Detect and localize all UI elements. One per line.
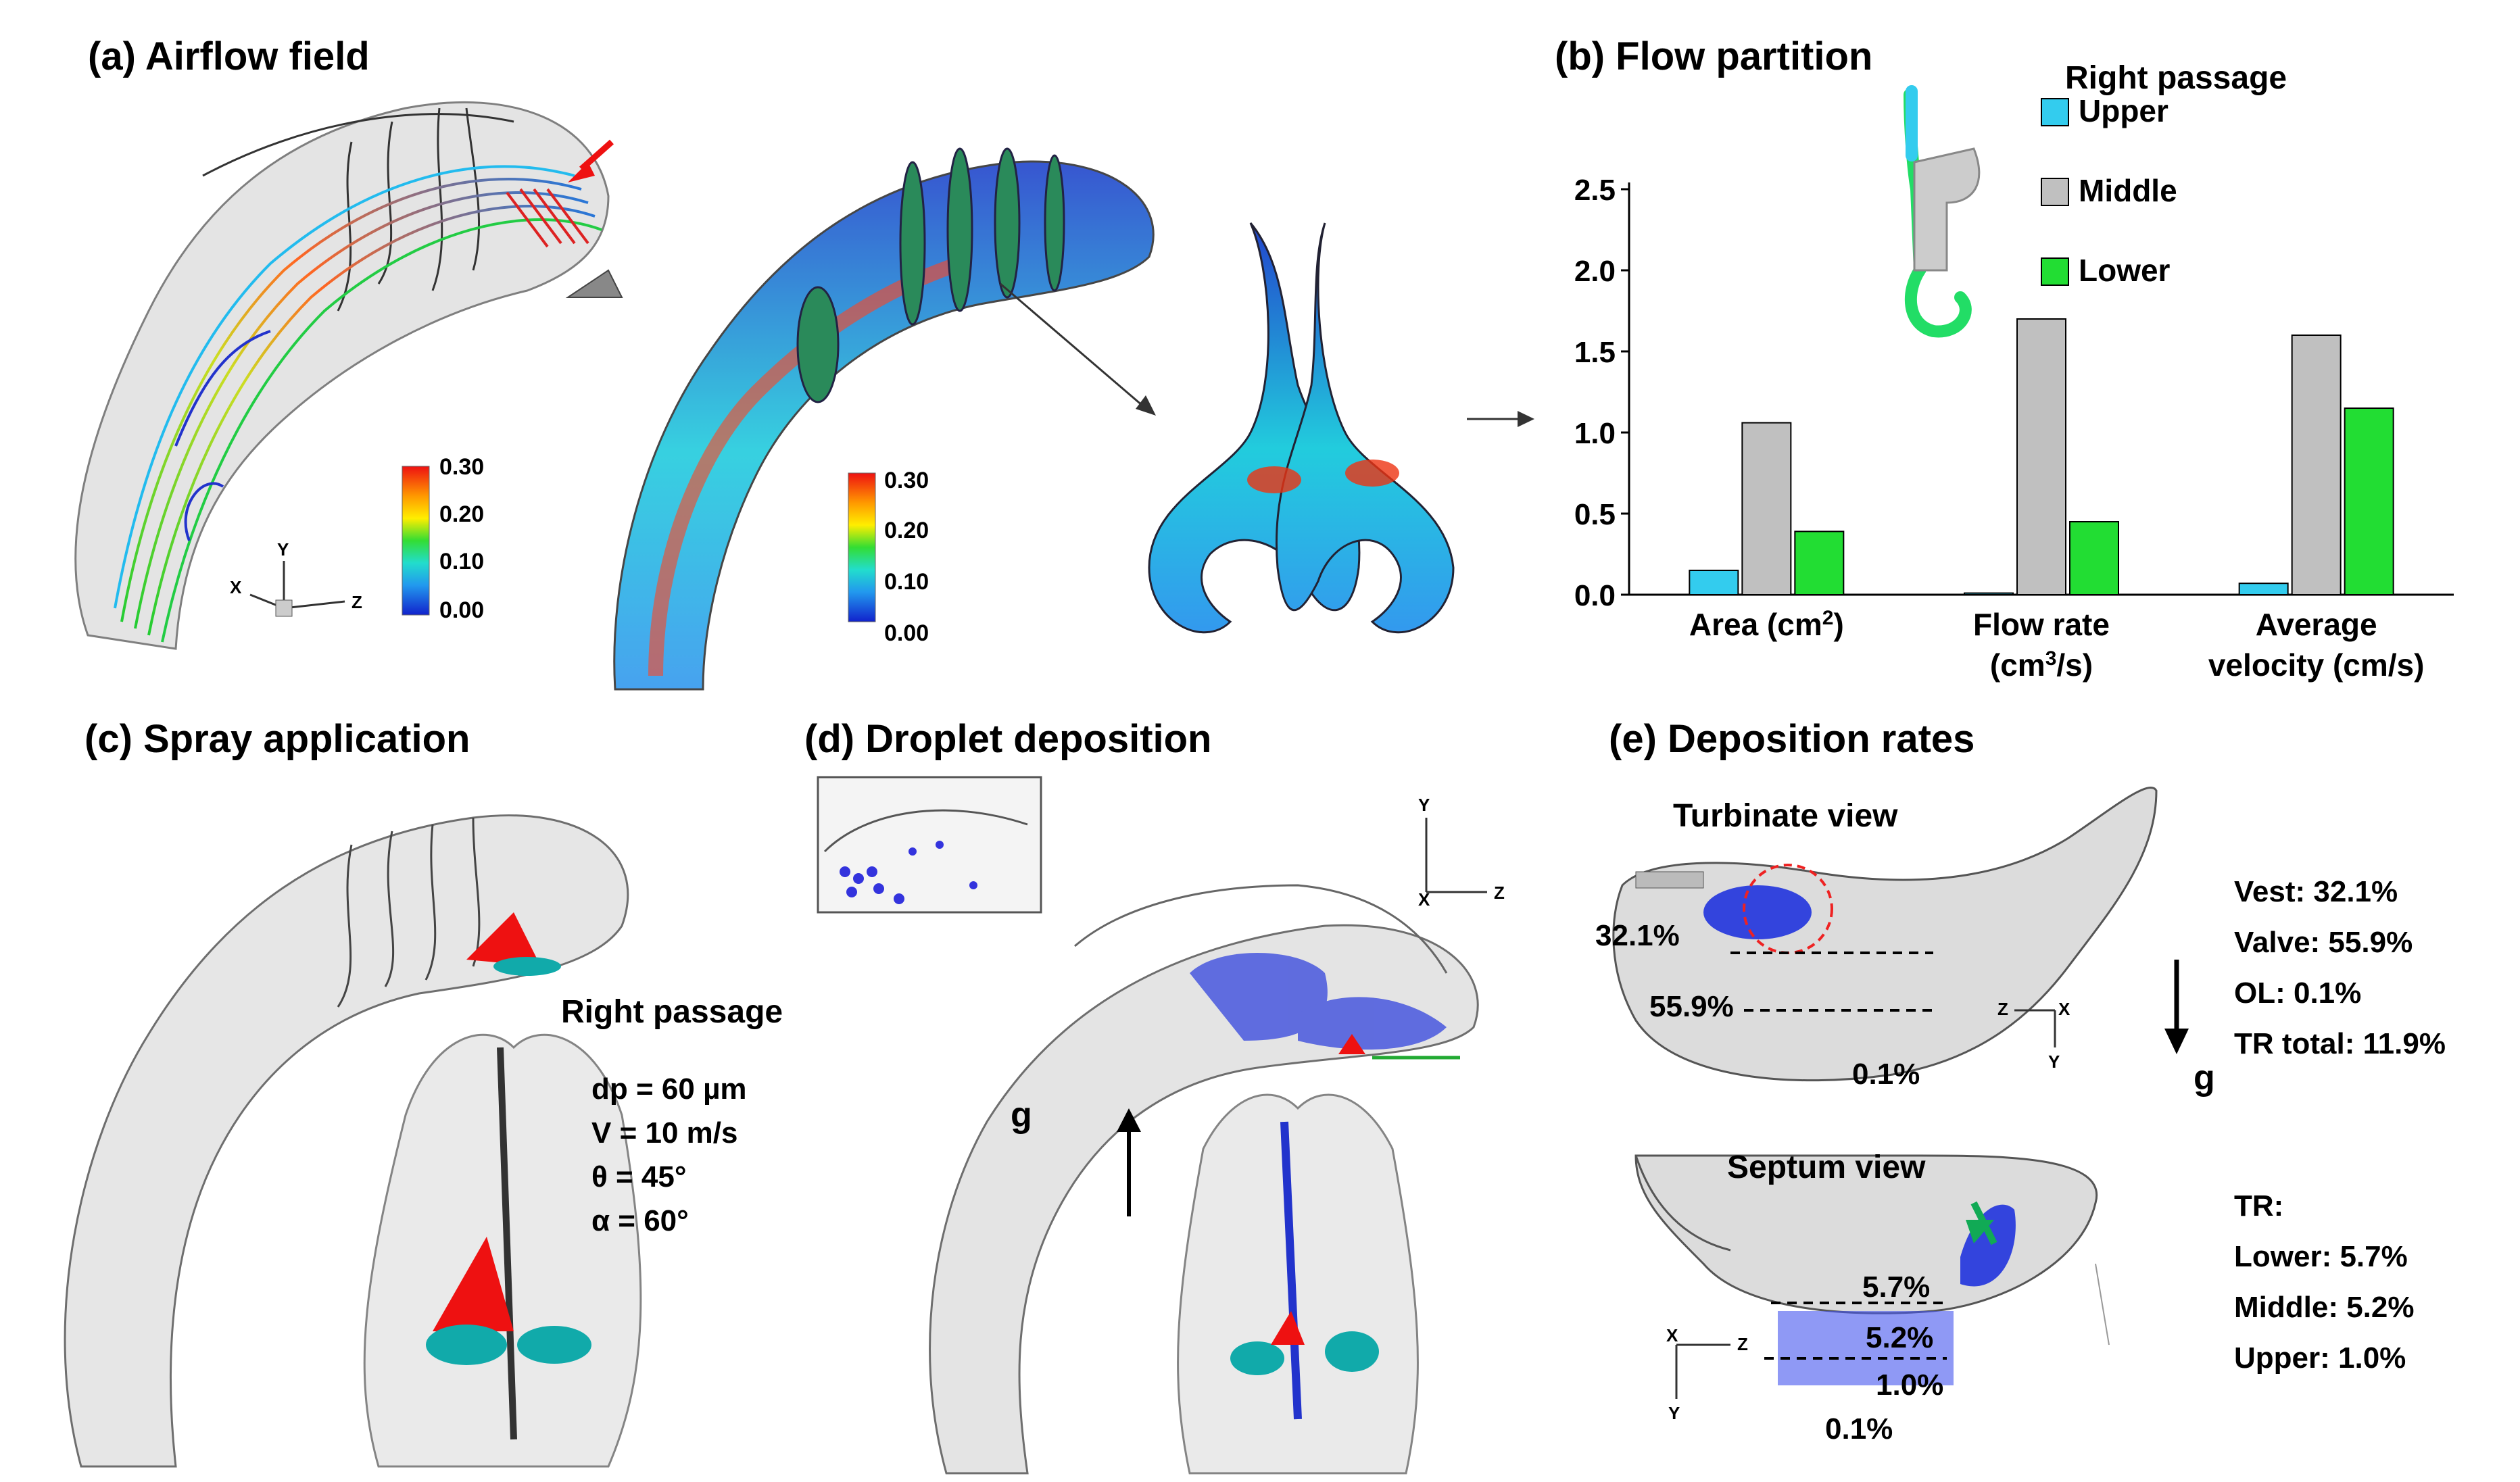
axis-x-label: X [230, 577, 242, 597]
d-axis-x: X [1418, 889, 1430, 910]
bar-middle [1741, 422, 1792, 595]
y-tick-label: 0.0 [1574, 579, 1616, 612]
bar-lower [2344, 407, 2394, 595]
panel-c-title: (c) Spray application [84, 717, 470, 761]
e-bottom-axis-z: Z [1737, 1334, 1748, 1354]
septum-view-label: Septum view [1727, 1150, 1926, 1185]
colorbar-left-mid-high: 0.20 [439, 501, 485, 527]
colorbar-left [402, 466, 430, 616]
d-axis-z: Z [1494, 883, 1505, 903]
colorbar-right [848, 472, 876, 622]
e-gravity-label: g [2194, 1058, 2215, 1097]
axis-y-label: Y [277, 539, 289, 560]
airflow-illustration: Y X Z [74, 101, 1534, 691]
deposition-illustration: Y X Z [817, 776, 1505, 1475]
bar-upper [1689, 570, 1739, 595]
x-category-label: Flow rate [1973, 607, 2110, 642]
septum-upper-label: 1.0% [1876, 1368, 1944, 1402]
e-top-axis-x: X [2058, 999, 2070, 1019]
spray-right-passage: Right passage [561, 994, 783, 1030]
colorbar-left-min: 0.00 [439, 597, 485, 623]
y-tick-label: 2.5 [1574, 174, 1616, 207]
turb-ol-label: 0.1% [1852, 1058, 1920, 1091]
rate-ol: OL: 0.1% [2234, 977, 2362, 1010]
d-axis-y: Y [1418, 795, 1430, 815]
x-category-label: velocity (cm/s) [2208, 647, 2425, 683]
tr-middle: Middle: 5.2% [2234, 1291, 2415, 1324]
param-alpha: α = 60° [591, 1204, 689, 1237]
panel-e-title: (e) Deposition rates [1609, 717, 1975, 761]
turb-vest-label: 32.1% [1595, 919, 1680, 952]
deposition-rates-illustration: Z X Y X Z Y [1612, 786, 2189, 1423]
spray-illustration [64, 814, 642, 1468]
y-tick-label: 2.0 [1574, 255, 1616, 288]
bar-middle [2016, 318, 2066, 595]
turbinate-view-label: Turbinate view [1673, 798, 1898, 834]
x-category-label: (cm3/s) [1990, 647, 2093, 683]
bar-upper [1964, 592, 2014, 595]
chart-subtitle: Right passage [2065, 60, 2287, 96]
rate-tr-total: TR total: 11.9% [2234, 1027, 2446, 1060]
x-category-label: Area (cm2) [1689, 607, 1844, 643]
param-dp: dp = 60 µm [591, 1072, 747, 1106]
tr-lower: Lower: 5.7% [2234, 1240, 2408, 1273]
legend-label-lower: Lower [2079, 253, 2171, 288]
legend-label-upper: Upper [2079, 93, 2168, 128]
e-bottom-axis-y: Y [1668, 1403, 1680, 1423]
septum-lower-label: 5.7% [1862, 1270, 1931, 1304]
rate-vest: Vest: 32.1% [2234, 875, 2398, 908]
bar-lower [2069, 521, 2119, 595]
bar-lower [1794, 530, 1845, 596]
colorbar-right-max: 0.30 [884, 468, 929, 493]
turb-valve-label: 55.9% [1649, 990, 1734, 1023]
tr-header: TR: [2234, 1189, 2284, 1222]
e-top-axis-y: Y [2048, 1052, 2060, 1072]
panel-a-title: (a) Airflow field [88, 34, 370, 78]
e-top-axis-z: Z [1997, 999, 2008, 1019]
bar-middle [2291, 335, 2342, 595]
panel-d-title: (d) Droplet deposition [804, 717, 1212, 761]
legend-swatch-upper [2041, 98, 2069, 126]
inset-middle-shape [1913, 147, 1981, 272]
septum-middle-label: 5.2% [1866, 1321, 1934, 1354]
axis-z-label: Z [352, 592, 362, 612]
rate-valve: Valve: 55.9% [2234, 926, 2413, 959]
x-category-label: Average [2256, 607, 2377, 642]
tr-upper: Upper: 1.0% [2234, 1341, 2406, 1375]
septum-ol-label: 0.1% [1825, 1412, 1893, 1446]
colorbar-right-mid-high: 0.20 [884, 518, 929, 543]
legend-swatch-middle [2041, 178, 2069, 206]
param-theta: θ = 45° [591, 1160, 687, 1193]
bar-upper [2238, 583, 2289, 596]
colorbar-right-min: 0.00 [884, 620, 929, 646]
colorbar-left-max: 0.30 [439, 454, 485, 480]
e-bottom-axis-x: X [1666, 1325, 1678, 1345]
y-tick-label: 0.5 [1574, 498, 1616, 531]
legend-swatch-lower [2041, 257, 2069, 286]
colorbar-right-mid-low: 0.10 [884, 569, 929, 595]
y-tick-label: 1.5 [1574, 336, 1616, 369]
legend-label-middle: Middle [2079, 173, 2177, 208]
cross-section [1148, 222, 1455, 634]
panel-b-title: (b) Flow partition [1555, 34, 1873, 78]
d-gravity-label: g [1011, 1095, 1032, 1135]
colorbar-left-mid-low: 0.10 [439, 549, 485, 574]
param-velocity: V = 10 m/s [591, 1116, 738, 1150]
y-tick-label: 1.0 [1574, 417, 1616, 450]
